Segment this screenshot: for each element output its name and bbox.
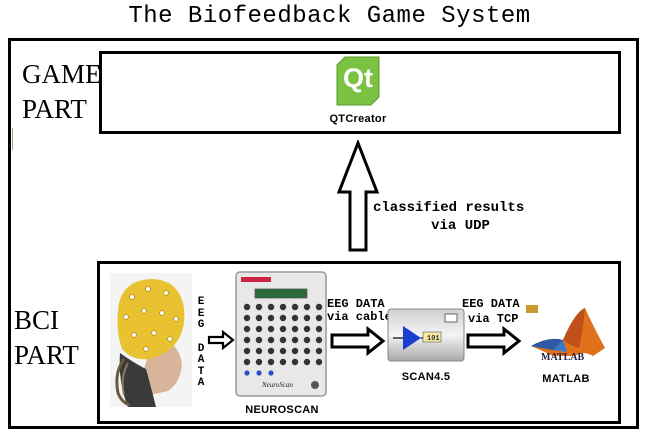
neuroscan-caption: NEUROSCAN xyxy=(245,404,319,416)
outer-frame xyxy=(8,38,639,429)
arrow-right-small-icon xyxy=(207,329,235,351)
eeg-letter: A xyxy=(197,354,205,366)
neuroscan-amplifier xyxy=(235,271,327,397)
matlab-caption: MATLAB xyxy=(542,373,590,385)
eeg-letter: E xyxy=(197,307,205,320)
eeg-letter: A xyxy=(197,377,205,389)
game-part-label-line1: GAME xyxy=(22,59,102,89)
bci-part-label-line2: PART xyxy=(14,340,79,370)
diagram-title: The Biofeedback Game System xyxy=(128,3,531,30)
eeg-letter: T xyxy=(197,365,205,378)
eeg-letter: E xyxy=(197,296,205,308)
arrow-up-icon xyxy=(335,138,381,254)
arrow-right-tcp-icon xyxy=(466,325,522,357)
udp-label-line2: via UDP xyxy=(431,218,490,234)
svg-text:101: 101 xyxy=(427,335,440,343)
matlab-logo-icon xyxy=(523,302,609,370)
udp-label-line1: classified results xyxy=(373,200,525,216)
divider-mark xyxy=(12,128,13,150)
matlab-logo-text: MATLAB xyxy=(541,352,585,363)
tcp-label-line1: EEG DATA xyxy=(462,297,520,311)
eeg-gap xyxy=(194,332,208,344)
arrow-right-cable-icon xyxy=(330,325,386,357)
scan-caption: SCAN4.5 xyxy=(401,371,451,383)
cable-label-line2: via cable xyxy=(327,310,392,324)
game-part-box xyxy=(99,51,621,134)
bci-part-label-line1: BCI xyxy=(14,305,60,335)
tcp-label-line2: via TCP xyxy=(468,312,519,326)
scan-software-icon: 101 xyxy=(387,308,465,362)
qt-logo-text: Qt xyxy=(343,63,373,93)
bci-part-box xyxy=(97,261,621,424)
eeg-letter: D xyxy=(197,342,205,355)
eeg-data-vertical-label: E E G D A T A xyxy=(194,296,208,390)
qtcreator-caption: QTCreator xyxy=(329,113,387,125)
game-part-label-line2: PART xyxy=(22,94,87,124)
neuroscan-brand: NeuroScan xyxy=(262,381,293,389)
eeg-letter: G xyxy=(197,319,205,331)
cable-label-line1: EEG DATA xyxy=(327,297,385,311)
qt-logo-icon xyxy=(335,55,381,107)
eeg-cap-photo xyxy=(110,273,192,407)
